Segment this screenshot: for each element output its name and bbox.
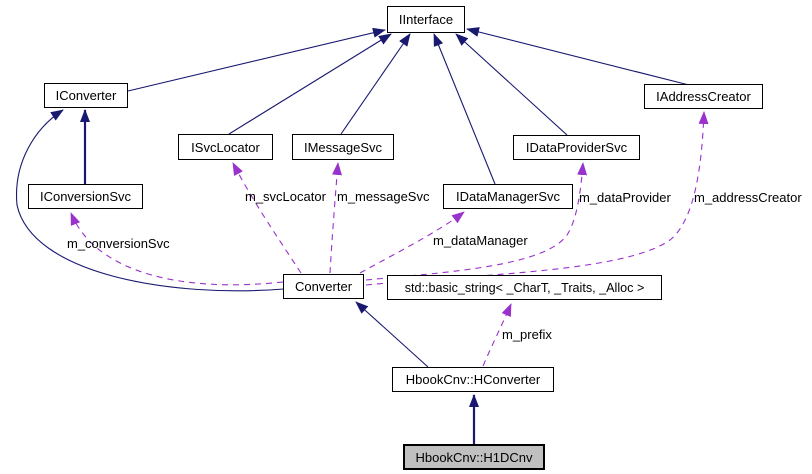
edge-usage-hconverter-basic-string (482, 303, 512, 367)
edge-usage-converter-iconversionsvc (70, 212, 284, 286)
edge-usage-converter-idatamanagersvc (359, 211, 465, 274)
edge-inherit-iaddresscreator-iinterface (466, 27, 690, 86)
edge-usage-converter-imessagesvc (329, 162, 343, 274)
edge-inherit-iconverter-iinterface (127, 27, 386, 92)
node-idatamanagersvc[interactable]: IDataManagerSvc (443, 184, 573, 209)
edge-label-m-conversionsvc: m_conversionSvc (67, 236, 170, 251)
node-std-basic-string[interactable]: std::basic_string< _CharT, _Traits, _All… (387, 275, 662, 300)
edge-label-m-addresscreator: m_addressCreator (694, 190, 802, 205)
edge-inherit-converter-iconverter (15, 109, 285, 292)
edge-inherit-imessagesvc-iinterface (340, 33, 411, 135)
edge-label-m-svclocator: m_svcLocator (245, 189, 326, 204)
edge-label-m-messagesvc: m_messageSvc (337, 189, 430, 204)
edge-inherit-isvclocator-iinterface (228, 33, 392, 135)
node-isvclocator[interactable]: ISvcLocator (178, 134, 273, 160)
edge-usage-converter-isvclocator (232, 162, 302, 274)
edge-inherit-idatamanagersvc-iinterface (433, 33, 496, 185)
node-hbookcnv-h1dcnv: HbookCnv::H1DCnv (403, 444, 545, 470)
node-converter[interactable]: Converter (283, 274, 364, 299)
node-iconverter[interactable]: IConverter (44, 83, 128, 108)
node-iinterface[interactable]: IInterface (387, 6, 465, 33)
node-iconversionsvc[interactable]: IConversionSvc (28, 184, 143, 209)
edge-inherit-idataprovidersvc-iinterface (455, 33, 568, 136)
edge-inherit-hconverter-converter (355, 301, 429, 368)
node-idataprovidersvc[interactable]: IDataProviderSvc (513, 135, 640, 160)
edge-label-m-dataprovider: m_dataProvider (579, 190, 671, 205)
edge-label-m-prefix: m_prefix (502, 327, 552, 342)
node-imessagesvc[interactable]: IMessageSvc (292, 134, 394, 160)
node-iaddresscreator[interactable]: IAddressCreator (644, 84, 763, 109)
edge-usage-converter-idataprovidersvc (365, 162, 588, 281)
edge-label-m-datamanager: m_dataManager (433, 233, 528, 248)
node-hbookcnv-hconverter[interactable]: HbookCnv::HConverter (392, 367, 554, 392)
